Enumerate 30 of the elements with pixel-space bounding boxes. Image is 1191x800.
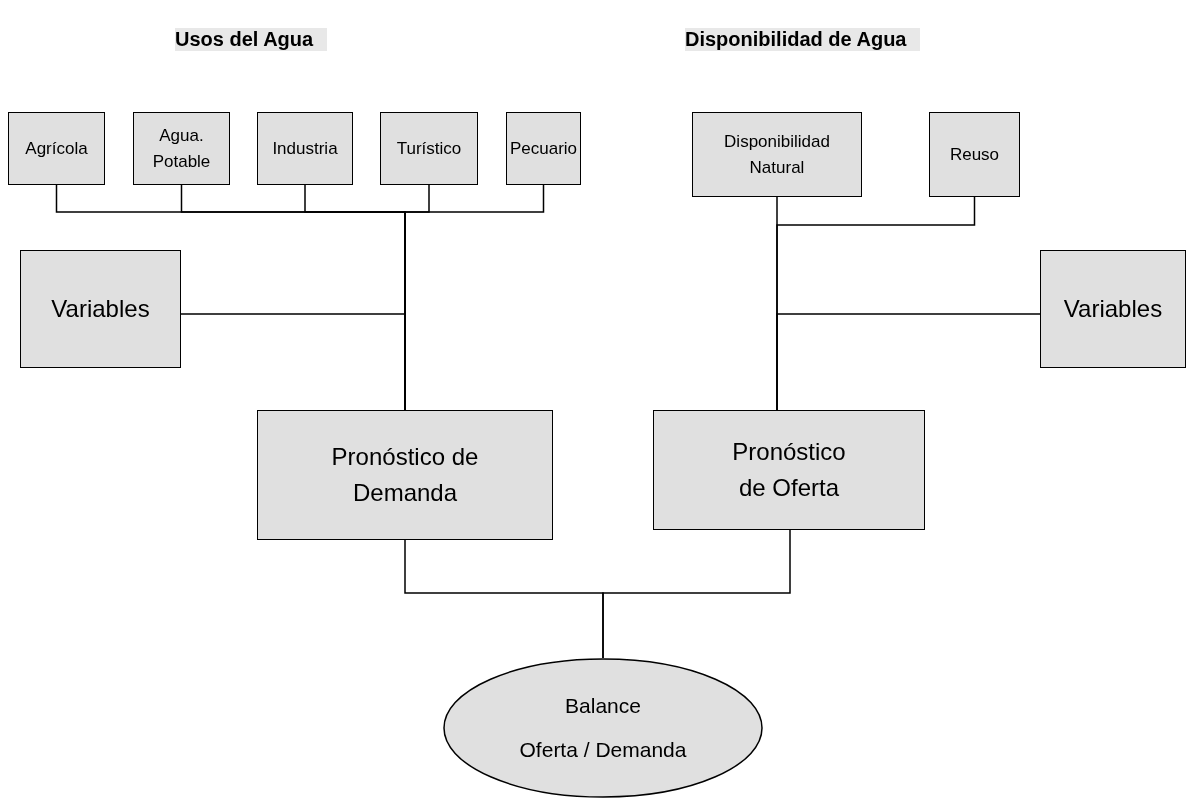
process-box: [257, 410, 553, 540]
node-text: Reuso: [949, 143, 1000, 166]
node-text: Pronóstico de Demanda: [330, 442, 480, 508]
process-box: [1040, 250, 1186, 368]
group-heading: Disponibilidad de Agua: [685, 28, 921, 51]
connector-line: [180, 313, 406, 411]
group-heading: Usos del Agua: [175, 28, 328, 51]
process-box: [692, 112, 862, 197]
process-box: [380, 112, 478, 185]
process-box: [506, 112, 581, 185]
node-text: Pecuario: [509, 137, 578, 160]
node-text: Agua. Potable: [151, 125, 212, 173]
result-ellipse: [443, 658, 763, 798]
connector-line: [776, 313, 1041, 411]
process-box: [257, 112, 353, 185]
process-box: [8, 112, 105, 185]
process-box: [929, 112, 1020, 197]
node-text: Oferta / Demanda: [519, 737, 687, 763]
node-text: Agrícola: [25, 137, 88, 160]
node-text: Turístico: [396, 137, 462, 160]
connector-line: [602, 529, 791, 659]
node-text: Variables: [1063, 294, 1163, 324]
node-text: Industria: [272, 137, 338, 160]
node-text: Pronóstico de Oferta: [731, 437, 847, 503]
process-box: [653, 410, 925, 530]
process-box: [20, 250, 181, 368]
node-text: Balance: [565, 692, 641, 719]
process-box: [133, 112, 230, 185]
node-text: Variables: [51, 294, 150, 324]
node-text: Disponibilidad Natural: [723, 131, 831, 179]
